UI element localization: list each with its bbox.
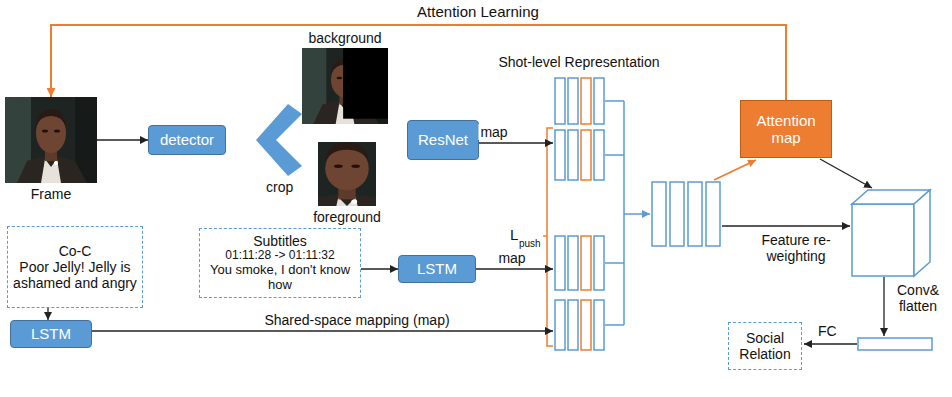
edge-label: map [496,250,527,266]
feature-bar [594,78,604,124]
feature-cube [852,190,930,276]
fused-bar [670,182,684,246]
node-text: LSTM [31,325,71,342]
merge-arrow [624,213,650,215]
reweight-label: Feature re-weighting [748,232,844,264]
cube-side [914,190,930,276]
reweight-arrow [722,225,850,226]
node-text: ResNet [418,131,468,148]
node-caption: Shot-level Representation [498,54,659,70]
connector [97,139,148,140]
background-photo [302,48,388,124]
feature-bar [581,130,591,180]
feature-bar [555,78,565,124]
context-box: Co-CPoor Jelly! Jelly is ashamed and ang… [7,226,143,308]
attention-map-box: Attention map [740,100,832,158]
conv-arrow [883,277,884,336]
feature-bar [581,236,591,290]
crop-label: crop [266,179,293,195]
conv-label: Conv& flatten [890,282,946,314]
loss-subscript: push [519,238,541,250]
feature-bar [581,78,591,124]
crop-chevron [256,104,302,176]
connector [92,330,553,331]
node-text: You smoke, I don't know how [205,263,355,293]
connector [51,25,786,100]
node-caption: Frame [31,186,71,202]
loss-symbol: L [510,226,518,243]
connector [47,308,48,320]
edge-label: Attention Learning [415,3,541,20]
fc-label: FC [818,323,837,339]
lstm-box: LSTM [10,320,92,348]
fused-stack [652,182,720,246]
node-text: 01:11:28 -> 01:11:32 [225,249,334,263]
node-caption: foreground [313,209,381,225]
feature-bar [594,300,604,350]
background-photo [302,48,388,124]
node-caption: background [308,30,381,46]
fused-bar [706,182,720,246]
connector [361,268,398,269]
fused-bar [688,182,702,246]
representation-stack: Shot-level Representation [553,78,605,350]
attention-arrow [714,160,756,180]
node-text: LSTM [417,260,457,277]
feature-bar [594,236,604,290]
node-text: Subtitles [253,233,307,249]
feature-bar [568,130,578,180]
social-relation-box: Social Relation [728,322,802,370]
fc-arrow [804,343,857,344]
frame-photo [5,97,97,183]
map-to-cube-arrow [820,159,872,188]
edge-label: map [478,124,509,140]
feature-bar [594,130,604,180]
resnet-box: ResNet [407,120,479,160]
node-text: Co-C [59,243,92,259]
node-text: Attention map [746,112,826,147]
feature-bar [568,78,578,124]
flatten-vector [858,338,932,350]
feature-bar [568,300,578,350]
feature-columns [555,78,604,350]
node-text: Poor Jelly! Jelly is ashamed and angry [13,259,137,291]
foreground-image: foreground [318,142,376,206]
cube-front [852,204,914,276]
frame-photo [5,97,97,183]
feature-bar [568,236,578,290]
feature-bar [555,130,565,180]
feature-bar [555,236,565,290]
frame-image: Frame [5,97,97,183]
connector [476,268,553,269]
feature-bar [555,300,565,350]
background-image: background [302,48,388,124]
edge-label: Shared-space mapping (map) [262,312,451,328]
feature-bar [581,300,591,350]
connector [479,142,553,143]
node-text: detector [160,131,214,148]
detector-box: detector [148,125,226,155]
subtitles-box: Subtitles01:11:28 -> 01:11:32You smoke, … [199,228,361,298]
node-text: Social Relation [734,330,796,362]
loss-bracket [543,128,553,346]
fused-bar [652,182,666,246]
lstm-box: LSTM [398,255,476,283]
merge-lines [605,101,624,325]
masked-region [343,48,388,119]
